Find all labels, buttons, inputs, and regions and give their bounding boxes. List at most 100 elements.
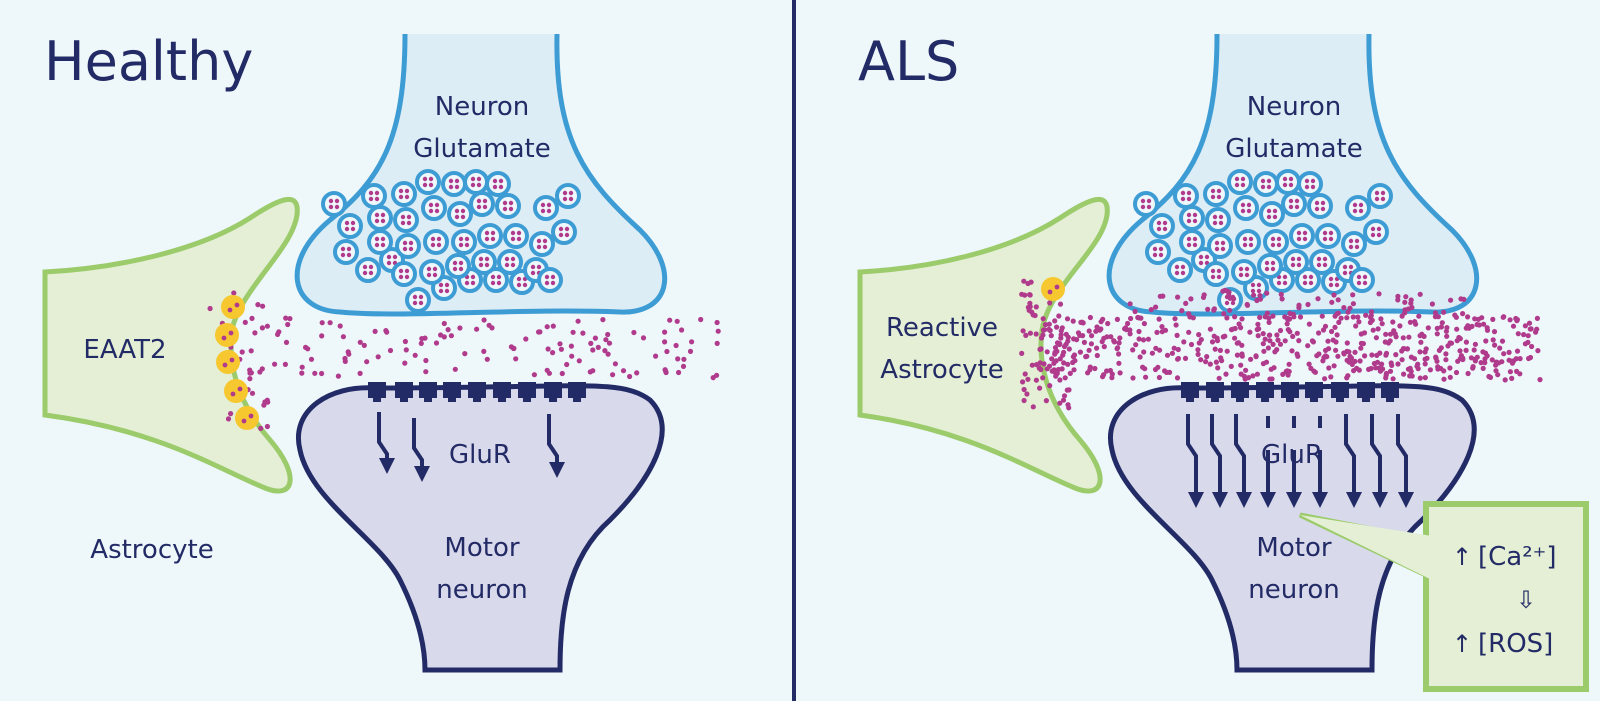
- glutamate-molecule: [588, 340, 594, 346]
- influx-line: [377, 412, 389, 460]
- glutamate-molecule: [1065, 338, 1071, 344]
- glutamate-molecule: [1412, 319, 1418, 325]
- glutamate-molecule: [444, 282, 450, 288]
- glutamate-molecule: [1525, 333, 1531, 339]
- glutamate-molecule: [580, 330, 586, 336]
- glutamate-molecule: [536, 244, 542, 250]
- glur-receptor-stem: [1186, 396, 1194, 402]
- glutamate-molecule: [1385, 340, 1392, 346]
- glutamate-molecule: [1042, 322, 1049, 328]
- vesicle-membrane: [395, 233, 421, 259]
- glutamate-molecule: [418, 340, 424, 346]
- glutamate-molecule: [374, 236, 380, 242]
- glutamate-molecule: [470, 280, 476, 286]
- glutamate-molecule: [368, 190, 374, 196]
- glutamate-molecule: [361, 342, 367, 348]
- arrow-head-icon: [379, 458, 395, 474]
- glutamate-molecule: [1369, 352, 1375, 358]
- glutamate-molecule: [1086, 328, 1092, 334]
- glutamate-molecule: [530, 264, 536, 270]
- glutamate-molecule: [1234, 340, 1240, 346]
- synaptic-vesicle: [333, 239, 359, 265]
- glutamate-molecule: [1484, 327, 1491, 333]
- glutamate-molecule: [1294, 204, 1300, 210]
- glutamate-molecule: [1376, 291, 1382, 297]
- glutamate-molecule: [398, 188, 404, 194]
- glur-receptor-stem: [400, 396, 408, 402]
- glutamate-molecule: [1316, 351, 1322, 357]
- vesicle-membrane: [1227, 169, 1253, 195]
- glutamate-molecule: [1140, 204, 1146, 210]
- glutamate-molecule: [249, 390, 256, 396]
- glutamate-molecule: [1188, 296, 1194, 302]
- glutamate-molecule: [1308, 280, 1314, 286]
- glutamate-molecule: [1276, 242, 1282, 248]
- glutamate-molecule: [228, 411, 234, 417]
- glutamate-molecule: [1484, 353, 1490, 359]
- glutamate-molecule: [1370, 226, 1376, 232]
- glutamate-molecule: [1136, 336, 1142, 342]
- glutamate-molecule: [1387, 331, 1394, 337]
- synaptic-vesicle: [1205, 207, 1231, 233]
- glutamate-molecule: [1521, 332, 1527, 338]
- glur-receptor-stem: [498, 396, 506, 402]
- arrow-head-icon: [1346, 492, 1362, 508]
- glutamate-molecule: [1077, 349, 1083, 355]
- glutamate-molecule: [1419, 331, 1425, 337]
- synaptic-vesicle: [1227, 169, 1253, 195]
- glutamate-molecule: [1328, 282, 1334, 288]
- glutamate-molecule: [1244, 266, 1250, 272]
- panel-divider: [792, 0, 796, 701]
- glutamate-molecule: [1463, 347, 1469, 353]
- glutamate-molecule: [1153, 345, 1159, 351]
- glutamate-molecule: [282, 361, 288, 367]
- synaptic-vesicle: [529, 231, 555, 257]
- glutamate-molecule: [1149, 350, 1155, 356]
- vesicle-membrane: [1203, 261, 1229, 287]
- glutamate-molecule: [1434, 331, 1440, 337]
- glutamate-molecule: [422, 182, 428, 188]
- glutamate-molecule: [464, 242, 470, 248]
- glutamate-molecule: [357, 339, 363, 345]
- glutamate-molecule: [1435, 364, 1441, 370]
- glutamate-molecule: [1041, 361, 1047, 367]
- glutamate-molecule: [249, 315, 255, 321]
- glutamate-molecule: [516, 236, 522, 242]
- glutamate-molecule: [1310, 178, 1316, 184]
- glutamate-molecule: [255, 302, 261, 308]
- glutamate-molecule: [228, 330, 234, 336]
- glutamate-molecule: [1443, 351, 1449, 357]
- glutamate-molecule: [1444, 325, 1450, 331]
- glutamate-molecule: [1051, 360, 1057, 366]
- glutamate-molecule: [1517, 356, 1523, 362]
- glutamate-molecule: [1267, 338, 1273, 344]
- glutamate-molecule: [1101, 344, 1107, 350]
- glutamate-molecule: [1452, 312, 1458, 318]
- glutamate-molecule: [1224, 315, 1230, 321]
- glutamate-molecule: [484, 236, 490, 242]
- glutamate-molecule: [340, 246, 346, 252]
- glutamate-molecule: [1282, 280, 1288, 286]
- glutamate-molecule: [714, 319, 720, 326]
- glutamate-molecule: [452, 266, 458, 272]
- glutamate-molecule: [1399, 357, 1405, 363]
- glutamate-molecule: [1057, 301, 1064, 307]
- glutamate-molecule: [1387, 368, 1394, 374]
- glutamate-molecule: [1092, 365, 1098, 372]
- glur-label: GluR: [449, 440, 511, 470]
- glutamate-molecule: [1188, 341, 1195, 348]
- glutamate-molecule: [558, 232, 564, 238]
- eaat2-transporter: [235, 406, 259, 430]
- glutamate-molecule: [544, 274, 550, 280]
- glutamate-molecule: [1294, 198, 1300, 204]
- glutamate-molecule: [433, 340, 440, 346]
- glutamate-molecule: [1248, 356, 1254, 362]
- glutamate-molecule: [1020, 328, 1026, 334]
- vesicle-membrane: [477, 223, 503, 249]
- glutamate-molecule: [1510, 323, 1517, 329]
- glutamate-molecule: [476, 198, 482, 204]
- glur-receptor: [493, 382, 511, 398]
- glutamate-molecule: [1175, 346, 1181, 353]
- glutamate-molecule: [1132, 308, 1138, 315]
- glutamate-molecule: [1422, 375, 1428, 381]
